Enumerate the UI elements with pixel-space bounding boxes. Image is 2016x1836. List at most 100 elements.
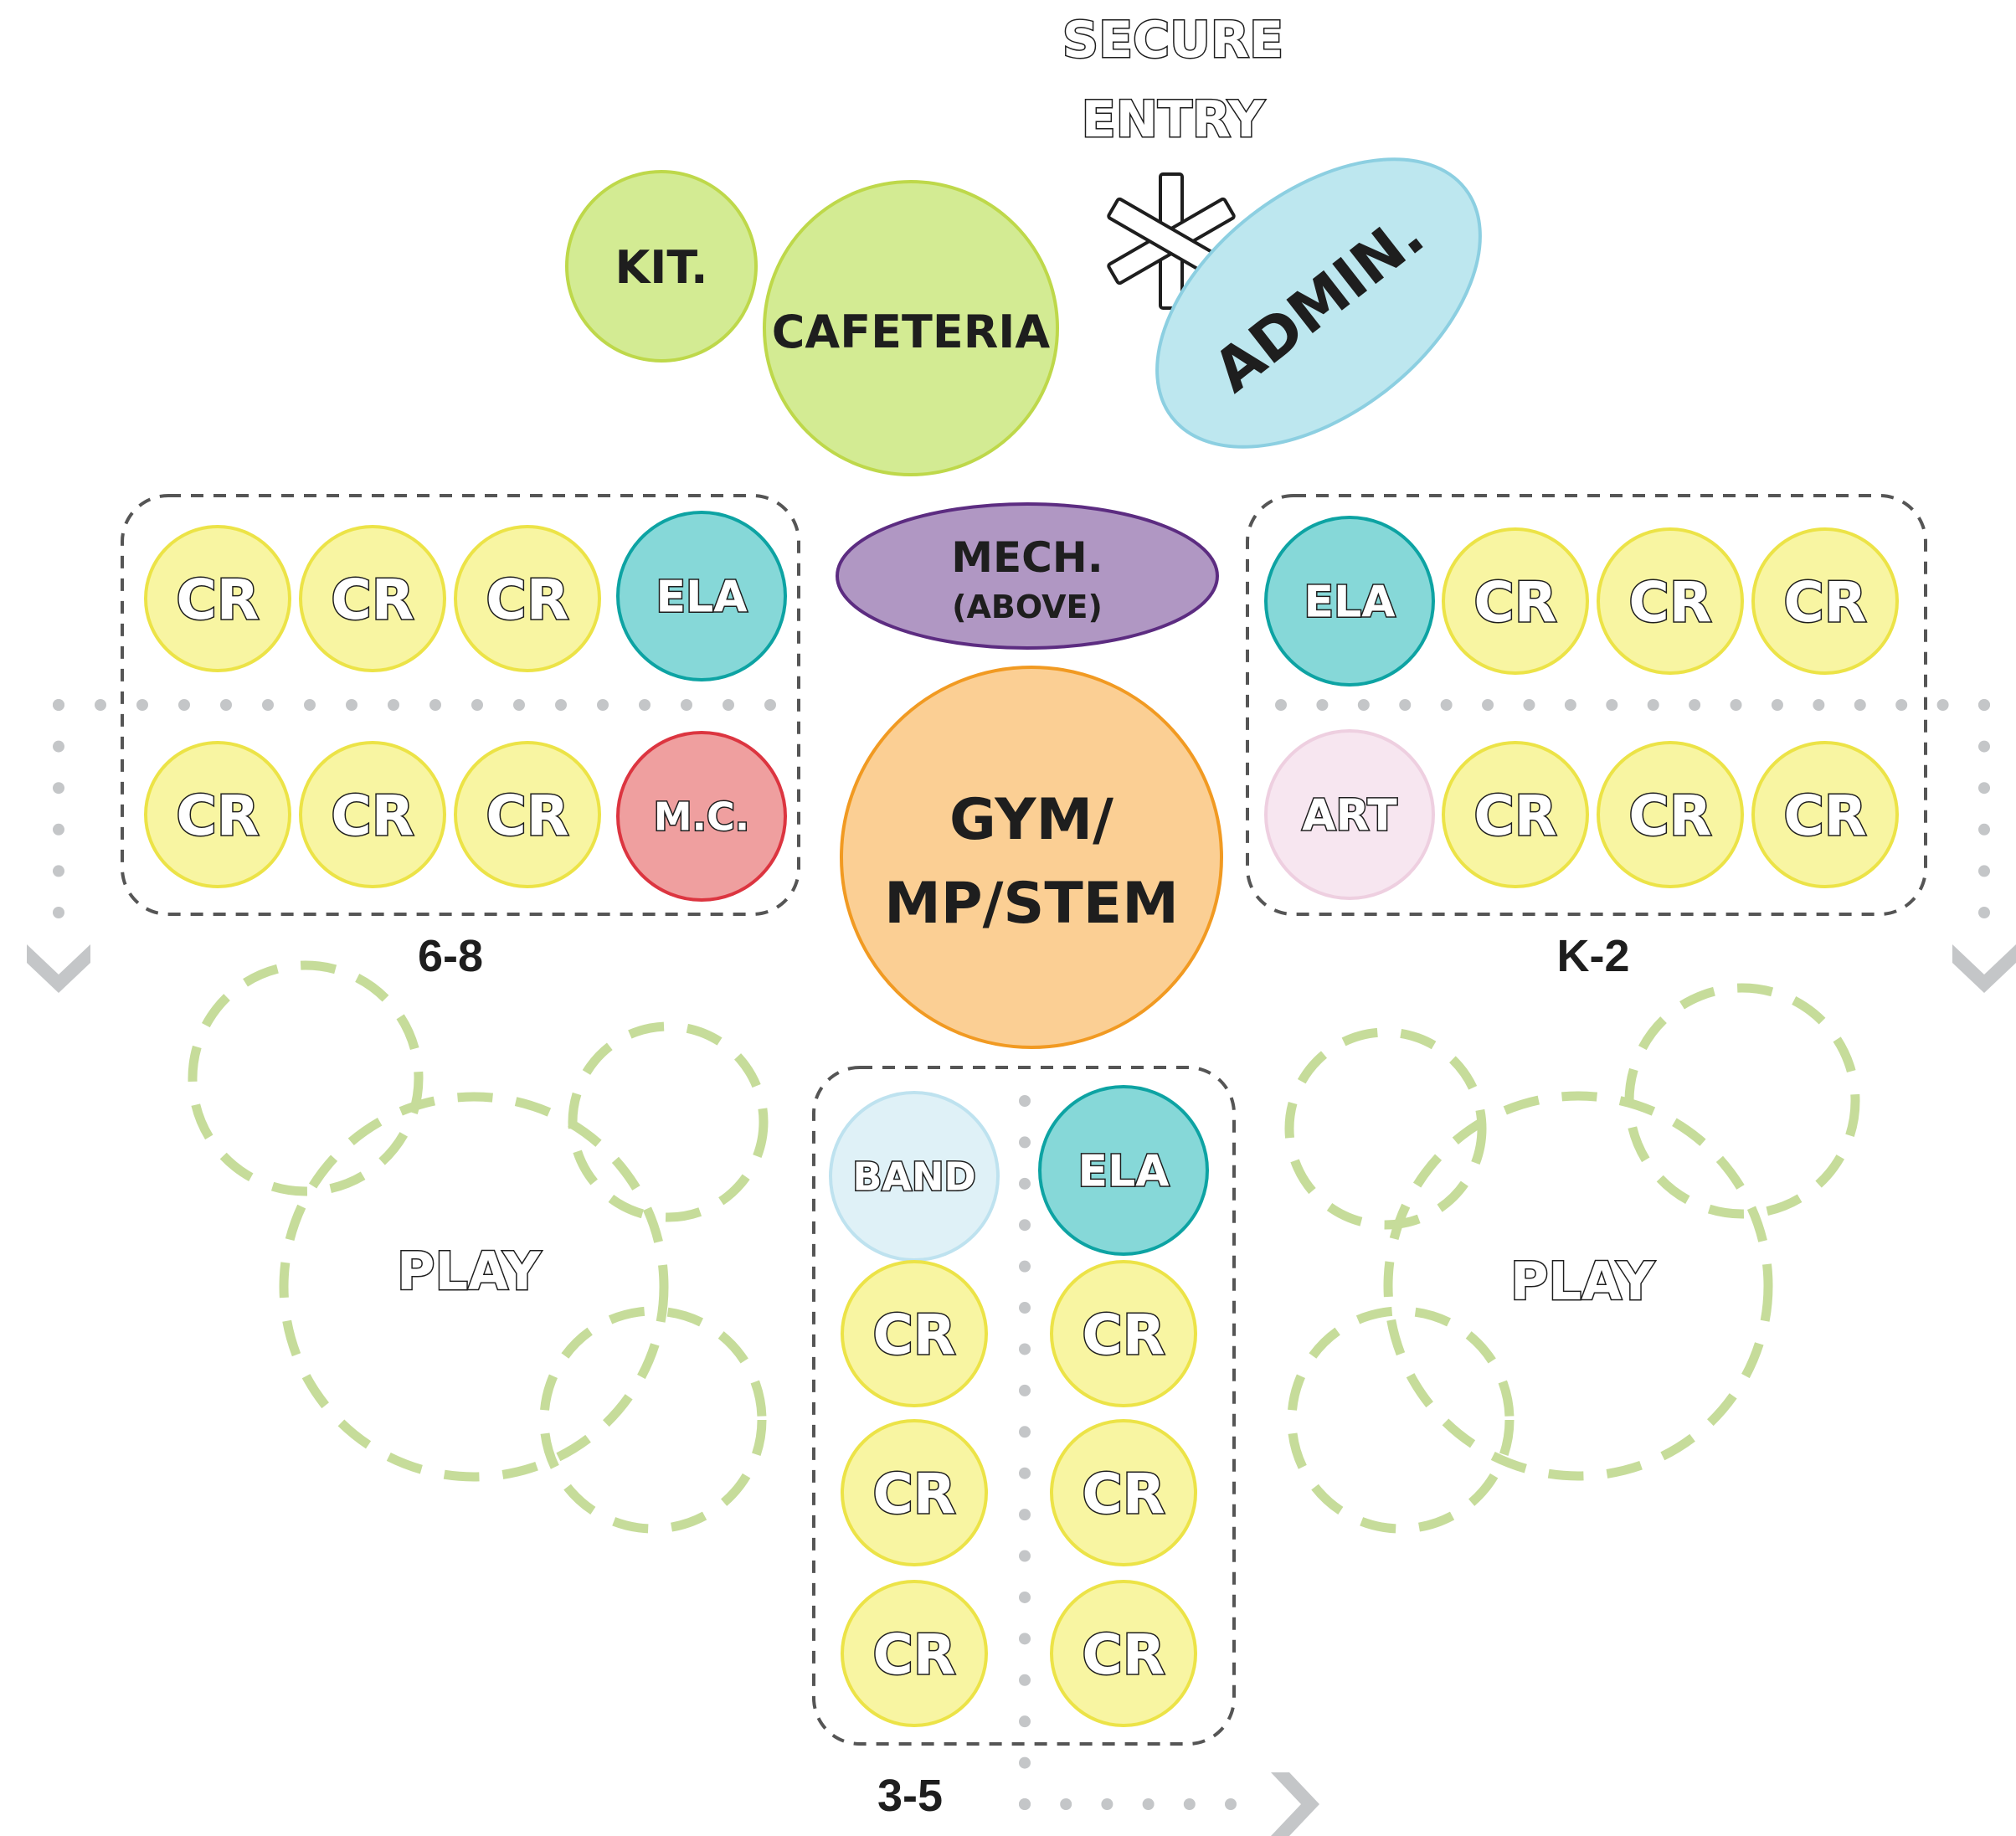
play-label-right: PLAY	[1510, 1251, 1655, 1312]
path-dot	[555, 699, 567, 711]
path-dot	[1978, 823, 1990, 836]
path-dot	[1978, 782, 1990, 795]
kitchen-label: KIT.	[615, 241, 707, 294]
room-6-8-r2-3-label: M.C.	[654, 795, 749, 840]
path-dot	[1978, 865, 1990, 877]
path-dot	[1564, 699, 1576, 711]
room-k-2-r1-0: ELA	[1264, 516, 1435, 687]
path-dot	[1936, 699, 1949, 711]
gym: GYM/ MP/STEM	[840, 666, 1223, 1049]
path-dot	[1978, 740, 1990, 753]
path-dot	[1019, 1260, 1031, 1273]
path-dot	[1895, 699, 1908, 711]
room-k-2-r1-1-label: CR	[1473, 570, 1556, 635]
cluster-k-2-label: K-2	[1556, 931, 1629, 981]
room-k-2-r2-1-label: CR	[1473, 784, 1556, 848]
room-6-8-r1-2-label: CR	[486, 568, 568, 632]
room-k-2-r1-1: CR	[1442, 527, 1589, 675]
path-dot	[1019, 1343, 1031, 1355]
cluster-6-8-border	[121, 494, 800, 916]
path-dot	[1019, 1302, 1031, 1314]
mech-label: MECH.	[951, 533, 1103, 582]
room-3-5-right-3: CR	[1050, 1580, 1197, 1727]
room-3-5-left-3: CR	[841, 1580, 988, 1727]
room-k-2-r2-2: CR	[1597, 741, 1744, 888]
room-6-8-r2-1-label: CR	[331, 784, 414, 848]
path-dot	[346, 699, 357, 711]
path-dot	[95, 699, 106, 711]
path-dot	[304, 699, 316, 711]
path-dot	[1019, 1756, 1031, 1769]
room-3-5-right-1: CR	[1050, 1260, 1197, 1407]
kitchen: KIT.	[565, 170, 758, 363]
room-6-8-r2-0-label: CR	[176, 784, 259, 848]
path-dot	[471, 699, 483, 711]
play-area-right	[1284, 983, 1860, 1534]
path-dot	[1357, 699, 1370, 711]
path-dot	[53, 907, 64, 918]
path-dot	[388, 699, 399, 711]
path-dot	[1523, 699, 1535, 711]
path-dot	[1019, 1426, 1031, 1438]
circulation-paths	[27, 699, 2016, 1836]
chevron-down-icon	[1952, 944, 2016, 993]
cluster-3-5-border	[812, 1066, 1236, 1746]
path-dot	[53, 865, 64, 877]
room-3-5-left-2: CR	[841, 1419, 988, 1566]
room-6-8-r1-1-label: CR	[331, 568, 414, 632]
path-dot	[1019, 1219, 1031, 1232]
room-3-5-right-2: CR	[1050, 1419, 1197, 1566]
path-dot	[1019, 1177, 1031, 1190]
room-3-5-right-3-label: CR	[1082, 1623, 1165, 1687]
room-k-2-r2-3: CR	[1751, 741, 1899, 888]
play-label-left: PLAY	[397, 1241, 542, 1302]
path-dot	[1019, 1591, 1031, 1603]
path-dot	[1019, 1509, 1031, 1521]
path-dot	[1399, 699, 1412, 711]
path-dot	[681, 699, 692, 711]
room-k-2-r2-0: ART	[1264, 729, 1435, 900]
room-6-8-r1-3-label: ELA	[656, 573, 748, 623]
room-6-8-r2-2-label: CR	[486, 784, 568, 848]
secure-entry-line2: ENTRY	[1082, 90, 1266, 149]
path-dot	[1813, 699, 1825, 711]
path-dot	[764, 699, 776, 711]
room-6-8-r1-1: CR	[299, 525, 446, 672]
room-3-5-right-0: ELA	[1038, 1085, 1209, 1256]
mechanical: MECH. (ABOVE)	[836, 502, 1219, 650]
path-dot	[1019, 1715, 1031, 1728]
room-3-5-right-1-label: CR	[1082, 1303, 1165, 1367]
path-dot	[1019, 1633, 1031, 1645]
path-dot	[1225, 1798, 1237, 1810]
path-dot	[1060, 1798, 1072, 1810]
room-k-2-r1-2: CR	[1597, 527, 1744, 675]
cluster-k-2-border	[1246, 494, 1927, 916]
room-k-2-r1-2-label: CR	[1628, 570, 1711, 635]
room-k-2-r2-1: CR	[1442, 741, 1589, 888]
chevron-down-icon	[27, 944, 90, 993]
room-3-5-left-2-label: CR	[872, 1462, 955, 1526]
room-6-8-r2-1: CR	[299, 741, 446, 888]
cafeteria-label: CAFETERIA	[772, 306, 1051, 358]
path-dot	[1440, 699, 1453, 711]
path-dot	[220, 699, 232, 711]
room-6-8-r1-2: CR	[454, 525, 601, 672]
path-dot	[53, 782, 64, 795]
path-dot	[597, 699, 609, 711]
path-dot	[1316, 699, 1329, 711]
play-area-left	[188, 960, 769, 1534]
room-6-8-r2-3: M.C.	[616, 731, 787, 902]
path-dot	[1183, 1798, 1196, 1810]
path-dot	[513, 699, 525, 711]
path-dot	[262, 699, 274, 711]
path-dot	[53, 740, 64, 753]
path-dot	[136, 699, 148, 711]
room-3-5-right-2-label: CR	[1082, 1462, 1165, 1526]
path-dot	[1689, 699, 1701, 711]
secure-entry-line1: SECURE	[1062, 11, 1283, 69]
path-dot	[429, 699, 441, 711]
path-dot	[1730, 699, 1742, 711]
gym-label: GYM/	[949, 787, 1113, 853]
path-dot	[53, 699, 64, 711]
